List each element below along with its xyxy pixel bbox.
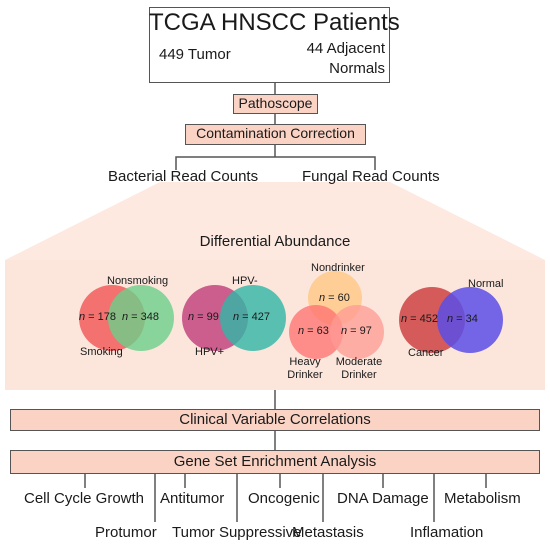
pathoscope-box <box>233 94 318 114</box>
moderate-drinker-n: n = 97 <box>341 325 372 337</box>
smoking-label: Smoking <box>80 346 123 358</box>
patients-box <box>149 7 390 83</box>
term-antitumor: Antitumor <box>160 490 225 507</box>
term-oncogenic: Oncogenic <box>248 490 320 507</box>
nondrinker-n: n = 60 <box>319 292 350 304</box>
tumor-count: 449 Tumor <box>159 46 231 63</box>
cancer-label: Cancer <box>408 347 444 359</box>
term-cell-cycle-growth: Cell Cycle Growth <box>24 490 145 507</box>
term-metabolism: Metabolism <box>444 490 521 507</box>
venn-hpv-neg-circle <box>220 285 286 351</box>
patients-title: TCGA HNSCC Patients <box>149 9 400 36</box>
normal-n: n = 34 <box>447 313 478 325</box>
clinical-correlations-box <box>10 409 540 431</box>
term-tumor-suppressive: Tumor Suppressive <box>172 524 302 541</box>
panel-funnel <box>5 182 545 260</box>
term-dna-damage: DNA Damage <box>337 490 429 507</box>
contamination-correction-label: Contamination Correction <box>196 125 355 141</box>
normal-label: Normal <box>468 278 504 290</box>
bacterial-read-counts: Bacterial Read Counts <box>108 168 259 185</box>
normals-count: 44 Adjacent Normals <box>306 40 385 77</box>
venn-heavy-drinker-circle <box>289 305 343 359</box>
differential-abundance-title: Differential Abundance <box>199 233 351 250</box>
nonsmoking-n: n = 348 <box>122 311 160 323</box>
venn-normal-circle <box>437 287 503 353</box>
moderate-drinker-label: Moderate Drinker <box>335 356 383 381</box>
venn-moderate-drinker-circle <box>330 305 384 359</box>
hpv-pos-n: n = 99 <box>188 311 219 323</box>
pathoscope-label: Pathoscope <box>238 95 313 111</box>
venn-nonsmoking-circle <box>108 285 174 351</box>
nonsmoking-label: Nonsmoking <box>107 275 169 287</box>
term-inflamation: Inflamation <box>410 524 484 541</box>
heavy-drinker-label: Heavy Drinker <box>287 356 323 381</box>
contamination-correction-box <box>185 124 366 145</box>
hpv-neg-label: HPV- <box>232 275 258 287</box>
heavy-drinker-n: n = 63 <box>298 325 329 337</box>
term-protumor: Protumor <box>95 524 157 541</box>
hpv-pos-label: HPV+ <box>195 346 225 358</box>
nondrinker-label: Nondrinker <box>311 262 365 274</box>
cancer-n: n = 452 <box>401 313 439 325</box>
term-metastasis: Metastasis <box>292 524 364 541</box>
hpv-neg-n: n = 427 <box>233 311 271 323</box>
fungal-read-counts: Fungal Read Counts <box>302 168 440 185</box>
clinical-correlations-label: Clinical Variable Correlations <box>179 411 371 428</box>
gsea-box <box>10 450 540 474</box>
branch-line <box>175 156 376 170</box>
smoking-n: n = 178 <box>79 311 117 323</box>
gsea-label: Gene Set Enrichment Analysis <box>173 453 377 470</box>
